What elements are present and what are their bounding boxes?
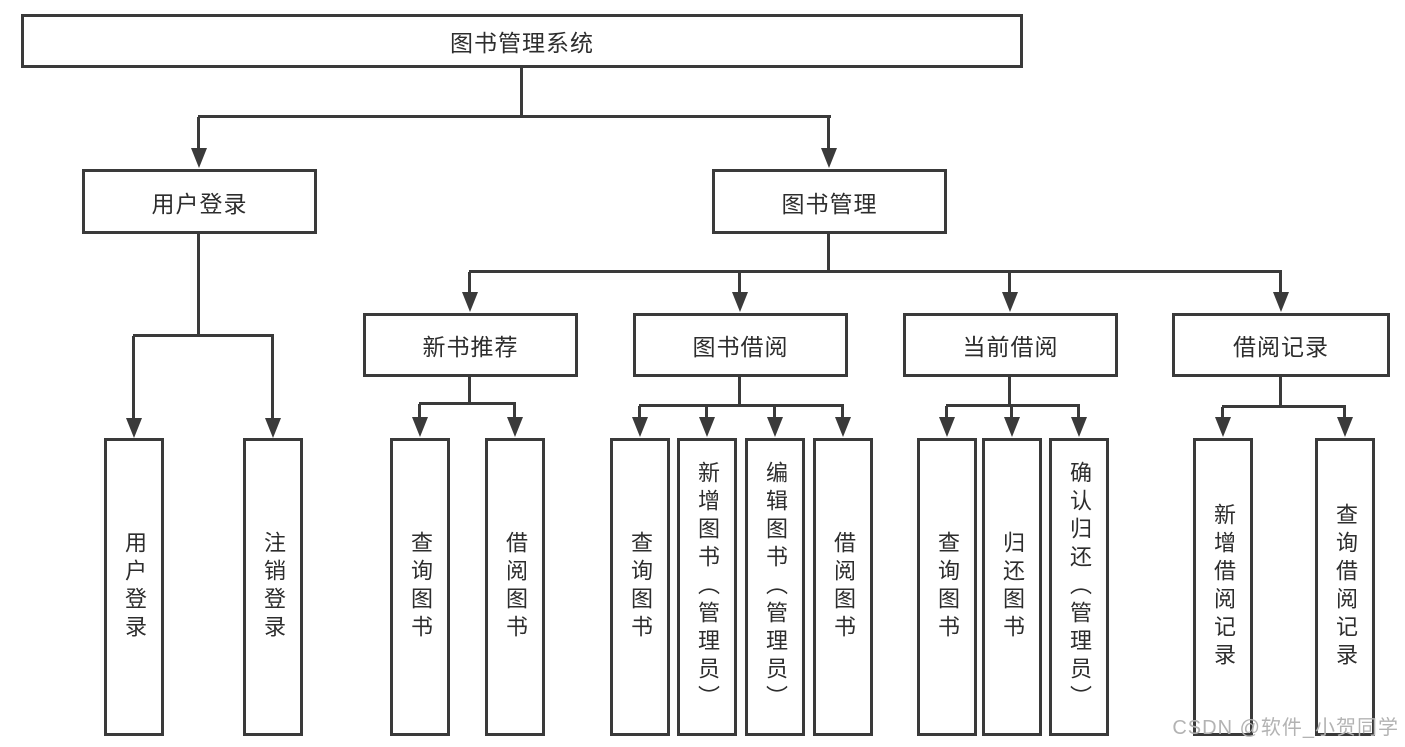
leaf-edit-book-admin: 编辑图书（管理员）	[745, 438, 805, 736]
connector-vline	[520, 68, 523, 117]
connector-vline	[418, 404, 421, 421]
arrowhead-down-icon	[191, 148, 207, 168]
leaf-add-borrow-record: 新增借阅记录	[1193, 438, 1253, 736]
csdn-watermark: CSDN @软件_小贺同学	[1172, 717, 1399, 739]
connector-vline	[827, 117, 830, 152]
connector-vline	[945, 406, 948, 421]
leaf-borrow-books-2: 借阅图书	[813, 438, 873, 736]
connector-vline	[197, 233, 200, 337]
connector-vline	[1010, 406, 1013, 421]
node-book-borrowing: 图书借阅	[633, 313, 848, 377]
leaf-return-book: 归还图书	[982, 438, 1042, 736]
node-borrowing-records: 借阅记录	[1172, 313, 1390, 377]
arrowhead-down-icon	[265, 418, 281, 438]
connector-hline	[198, 115, 831, 118]
connector-vline	[468, 376, 471, 405]
connector-vline	[468, 272, 471, 296]
leaf-confirm-return-admin: 确认归还（管理员）	[1049, 438, 1109, 736]
connector-vline	[738, 272, 741, 296]
arrowhead-down-icon	[507, 417, 523, 437]
leaf-label: 用户登录	[122, 531, 147, 643]
leaf-label: 确认归还（管理员）	[1067, 461, 1092, 713]
connector-vline	[513, 404, 516, 421]
connector-vline	[1221, 407, 1224, 421]
connector-vline	[197, 117, 200, 152]
leaf-label: 借阅图书	[831, 531, 856, 643]
leaf-label: 查询图书	[408, 531, 433, 643]
arrowhead-down-icon	[1004, 417, 1020, 437]
arrowhead-down-icon	[1002, 292, 1018, 312]
connector-hline	[639, 404, 844, 407]
connector-hline	[133, 334, 274, 337]
node-user-login: 用户登录	[82, 169, 317, 234]
connector-vline	[738, 377, 741, 407]
connector-vline	[638, 406, 641, 421]
connector-vline	[1343, 407, 1346, 421]
connector-vline	[1077, 406, 1080, 421]
leaf-query-books-2: 查询图书	[610, 438, 670, 736]
connector-vline	[773, 406, 776, 421]
arrowhead-down-icon	[412, 417, 428, 437]
leaf-user-login: 用户登录	[104, 438, 164, 736]
arrowhead-down-icon	[632, 417, 648, 437]
connector-hline	[946, 404, 1080, 407]
arrowhead-down-icon	[1337, 417, 1353, 437]
connector-hline	[469, 270, 1282, 273]
arrowhead-down-icon	[767, 417, 783, 437]
node-library-management-system: 图书管理系统	[21, 14, 1023, 68]
connector-vline	[271, 336, 274, 421]
node-book-management: 图书管理	[712, 169, 947, 234]
node-current-borrowing: 当前借阅	[903, 313, 1118, 377]
leaf-query-books-3: 查询图书	[917, 438, 977, 736]
connector-vline	[1008, 272, 1011, 296]
arrowhead-down-icon	[732, 292, 748, 312]
leaf-label: 注销登录	[261, 531, 286, 643]
arrowhead-down-icon	[939, 417, 955, 437]
connector-hline	[1222, 405, 1346, 408]
leaf-query-books-1: 查询图书	[390, 438, 450, 736]
leaf-label: 查询图书	[628, 531, 653, 643]
leaf-label: 新增图书（管理员）	[695, 461, 720, 713]
connector-vline	[841, 406, 844, 421]
arrowhead-down-icon	[1273, 292, 1289, 312]
arrowhead-down-icon	[699, 417, 715, 437]
arrowhead-down-icon	[1071, 417, 1087, 437]
leaf-query-borrow-record: 查询借阅记录	[1315, 438, 1375, 736]
arrowhead-down-icon	[835, 417, 851, 437]
leaf-label: 借阅图书	[503, 531, 528, 643]
leaf-borrow-books-1: 借阅图书	[485, 438, 545, 736]
arrowhead-down-icon	[462, 292, 478, 312]
arrowhead-down-icon	[821, 148, 837, 168]
arrowhead-down-icon	[126, 418, 142, 438]
connector-vline	[1279, 377, 1282, 408]
connector-hline	[419, 402, 516, 405]
connector-vline	[1279, 272, 1282, 296]
leaf-label: 归还图书	[1000, 531, 1025, 643]
connector-vline	[705, 406, 708, 421]
leaf-label: 查询图书	[935, 531, 960, 643]
leaf-add-book-admin: 新增图书（管理员）	[677, 438, 737, 736]
leaf-label: 新增借阅记录	[1211, 503, 1236, 671]
connector-vline	[1008, 377, 1011, 407]
leaf-label: 编辑图书（管理员）	[763, 461, 788, 713]
connector-vline	[132, 336, 135, 421]
leaf-label: 查询借阅记录	[1333, 503, 1358, 671]
node-new-book-recommendation: 新书推荐	[363, 313, 578, 377]
leaf-logout: 注销登录	[243, 438, 303, 736]
connector-vline	[827, 234, 830, 273]
arrowhead-down-icon	[1215, 417, 1231, 437]
